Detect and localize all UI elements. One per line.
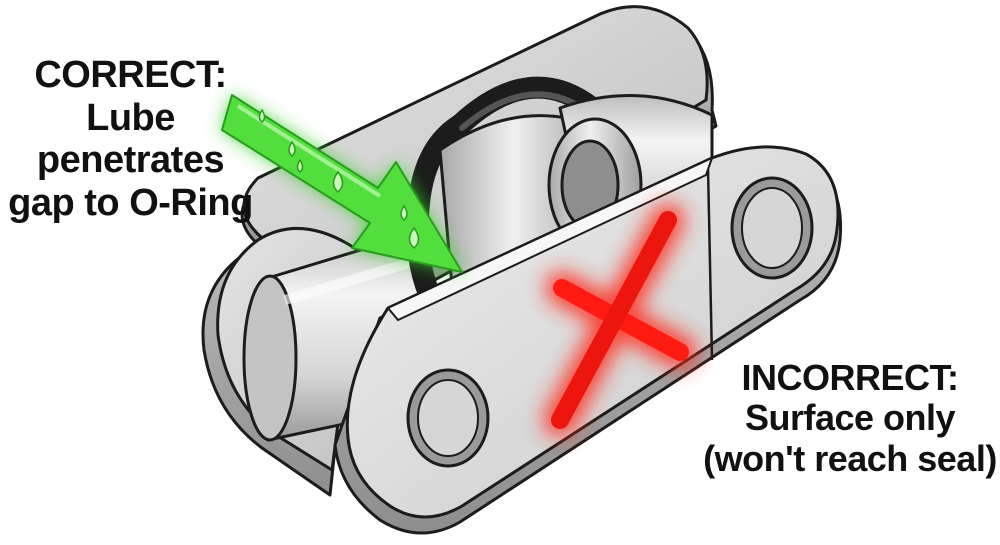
correct-line-1: Lube — [86, 96, 175, 139]
rear-pin-hole — [730, 176, 814, 280]
correct-line-3: gap to O-Ring — [8, 181, 253, 224]
incorrect-line-1: Surface only — [744, 397, 956, 439]
incorrect-label: INCORRECT: Surface only (won't reach sea… — [700, 357, 1000, 479]
correct-line-2: penetrates — [36, 139, 225, 182]
incorrect-heading: INCORRECT: — [741, 357, 960, 398]
x-mark-icon — [543, 203, 697, 437]
correct-label: CORRECT: Lube penetrates gap to O-Ring — [8, 54, 253, 224]
correct-heading: CORRECT: — [34, 54, 227, 96]
droplet-icon — [258, 108, 420, 250]
front-pin-hole — [406, 368, 490, 468]
incorrect-line-2: (won't reach seal) — [703, 437, 997, 479]
